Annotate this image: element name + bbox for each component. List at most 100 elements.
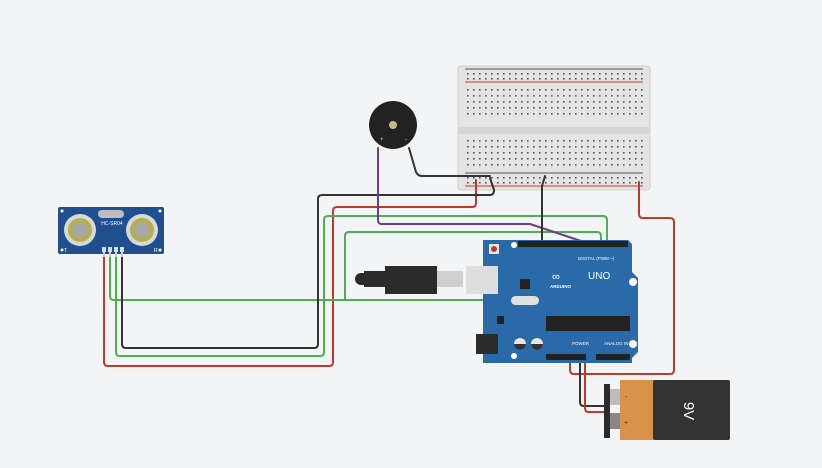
breadboard-hole[interactable] [545,78,547,80]
breadboard-hole[interactable] [491,107,493,109]
breadboard-hole[interactable] [575,182,577,184]
breadboard-hole[interactable] [551,177,553,179]
breadboard-hole[interactable] [473,158,475,160]
breadboard-hole[interactable] [611,182,613,184]
breadboard-hole[interactable] [635,140,637,142]
breadboard-hole[interactable] [593,182,595,184]
breadboard-hole[interactable] [509,140,511,142]
breadboard-hole[interactable] [623,107,625,109]
breadboard-hole[interactable] [593,164,595,166]
breadboard-hole[interactable] [575,146,577,148]
breadboard-hole[interactable] [515,89,517,91]
breadboard-hole[interactable] [491,113,493,115]
breadboard-hole[interactable] [581,101,583,103]
breadboard-hole[interactable] [563,78,565,80]
breadboard-hole[interactable] [587,89,589,91]
breadboard-hole[interactable] [479,89,481,91]
breadboard-hole[interactable] [491,89,493,91]
breadboard-hole[interactable] [557,177,559,179]
breadboard-hole[interactable] [473,113,475,115]
breadboard-hole[interactable] [473,164,475,166]
breadboard-hole[interactable] [539,89,541,91]
breadboard-hole[interactable] [545,164,547,166]
breadboard-hole[interactable] [587,73,589,75]
wire-battery-black[interactable] [579,351,607,407]
breadboard-hole[interactable] [527,182,529,184]
wire-buzzer-gnd-black[interactable] [408,147,491,177]
wire-sensor-gnd-black[interactable] [121,177,495,349]
breadboard-hole[interactable] [551,89,553,91]
breadboard-hole[interactable] [569,146,571,148]
breadboard-hole[interactable] [503,89,505,91]
breadboard-hole[interactable] [605,164,607,166]
breadboard-hole[interactable] [545,73,547,75]
breadboard-hole[interactable] [497,89,499,91]
sensor-pin-gnd[interactable] [120,247,124,252]
breadboard-hole[interactable] [551,107,553,109]
breadboard-hole[interactable] [473,78,475,80]
breadboard-hole[interactable] [545,95,547,97]
breadboard-hole[interactable] [611,164,613,166]
breadboard-hole[interactable] [509,78,511,80]
breadboard-hole[interactable] [539,158,541,160]
breadboard-hole[interactable] [605,107,607,109]
breadboard-hole[interactable] [581,158,583,160]
breadboard-hole[interactable] [581,146,583,148]
breadboard-hole[interactable] [467,152,469,154]
breadboard-hole[interactable] [581,152,583,154]
breadboard-hole[interactable] [491,78,493,80]
breadboard-hole[interactable] [563,107,565,109]
arduino-usb-port[interactable] [466,266,498,294]
breadboard-hole[interactable] [551,146,553,148]
breadboard-hole[interactable] [503,113,505,115]
breadboard-hole[interactable] [581,113,583,115]
breadboard-hole[interactable] [485,140,487,142]
breadboard-hole[interactable] [635,152,637,154]
breadboard-hole[interactable] [503,152,505,154]
breadboard-hole[interactable] [599,113,601,115]
breadboard-hole[interactable] [479,152,481,154]
piezo-buzzer[interactable]: + - [369,101,417,149]
breadboard-hole[interactable] [623,152,625,154]
breadboard-hole[interactable] [527,113,529,115]
breadboard-hole[interactable] [485,95,487,97]
breadboard-hole[interactable] [629,107,631,109]
breadboard-hole[interactable] [605,113,607,115]
breadboard-hole[interactable] [479,140,481,142]
breadboard-hole[interactable] [545,146,547,148]
breadboard-hole[interactable] [539,152,541,154]
breadboard-hole[interactable] [629,140,631,142]
breadboard-hole[interactable] [575,113,577,115]
breadboard-hole[interactable] [635,101,637,103]
breadboard-hole[interactable] [533,78,535,80]
breadboard-hole[interactable] [557,152,559,154]
breadboard-hole[interactable] [509,146,511,148]
breadboard-hole[interactable] [611,158,613,160]
breadboard-hole[interactable] [605,158,607,160]
breadboard-hole[interactable] [587,101,589,103]
breadboard-hole[interactable] [539,78,541,80]
breadboard-hole[interactable] [575,140,577,142]
breadboard-hole[interactable] [629,158,631,160]
breadboard-hole[interactable] [503,95,505,97]
breadboard-hole[interactable] [467,78,469,80]
sensor-pin-vcc[interactable] [102,247,106,252]
breadboard-hole[interactable] [503,140,505,142]
breadboard-hole[interactable] [569,95,571,97]
breadboard-hole[interactable] [533,152,535,154]
breadboard-hole[interactable] [503,146,505,148]
breadboard-hole[interactable] [581,182,583,184]
breadboard-hole[interactable] [575,107,577,109]
breadboard-hole[interactable] [611,101,613,103]
breadboard-hole[interactable] [581,164,583,166]
breadboard-hole[interactable] [467,140,469,142]
breadboard-hole[interactable] [527,152,529,154]
breadboard-hole[interactable] [479,107,481,109]
breadboard-hole[interactable] [479,177,481,179]
breadboard-hole[interactable] [629,146,631,148]
battery-9v[interactable]: - + 9V [604,380,730,440]
breadboard-hole[interactable] [491,164,493,166]
breadboard-hole[interactable] [497,113,499,115]
breadboard-hole[interactable] [605,101,607,103]
breadboard-hole[interactable] [545,152,547,154]
